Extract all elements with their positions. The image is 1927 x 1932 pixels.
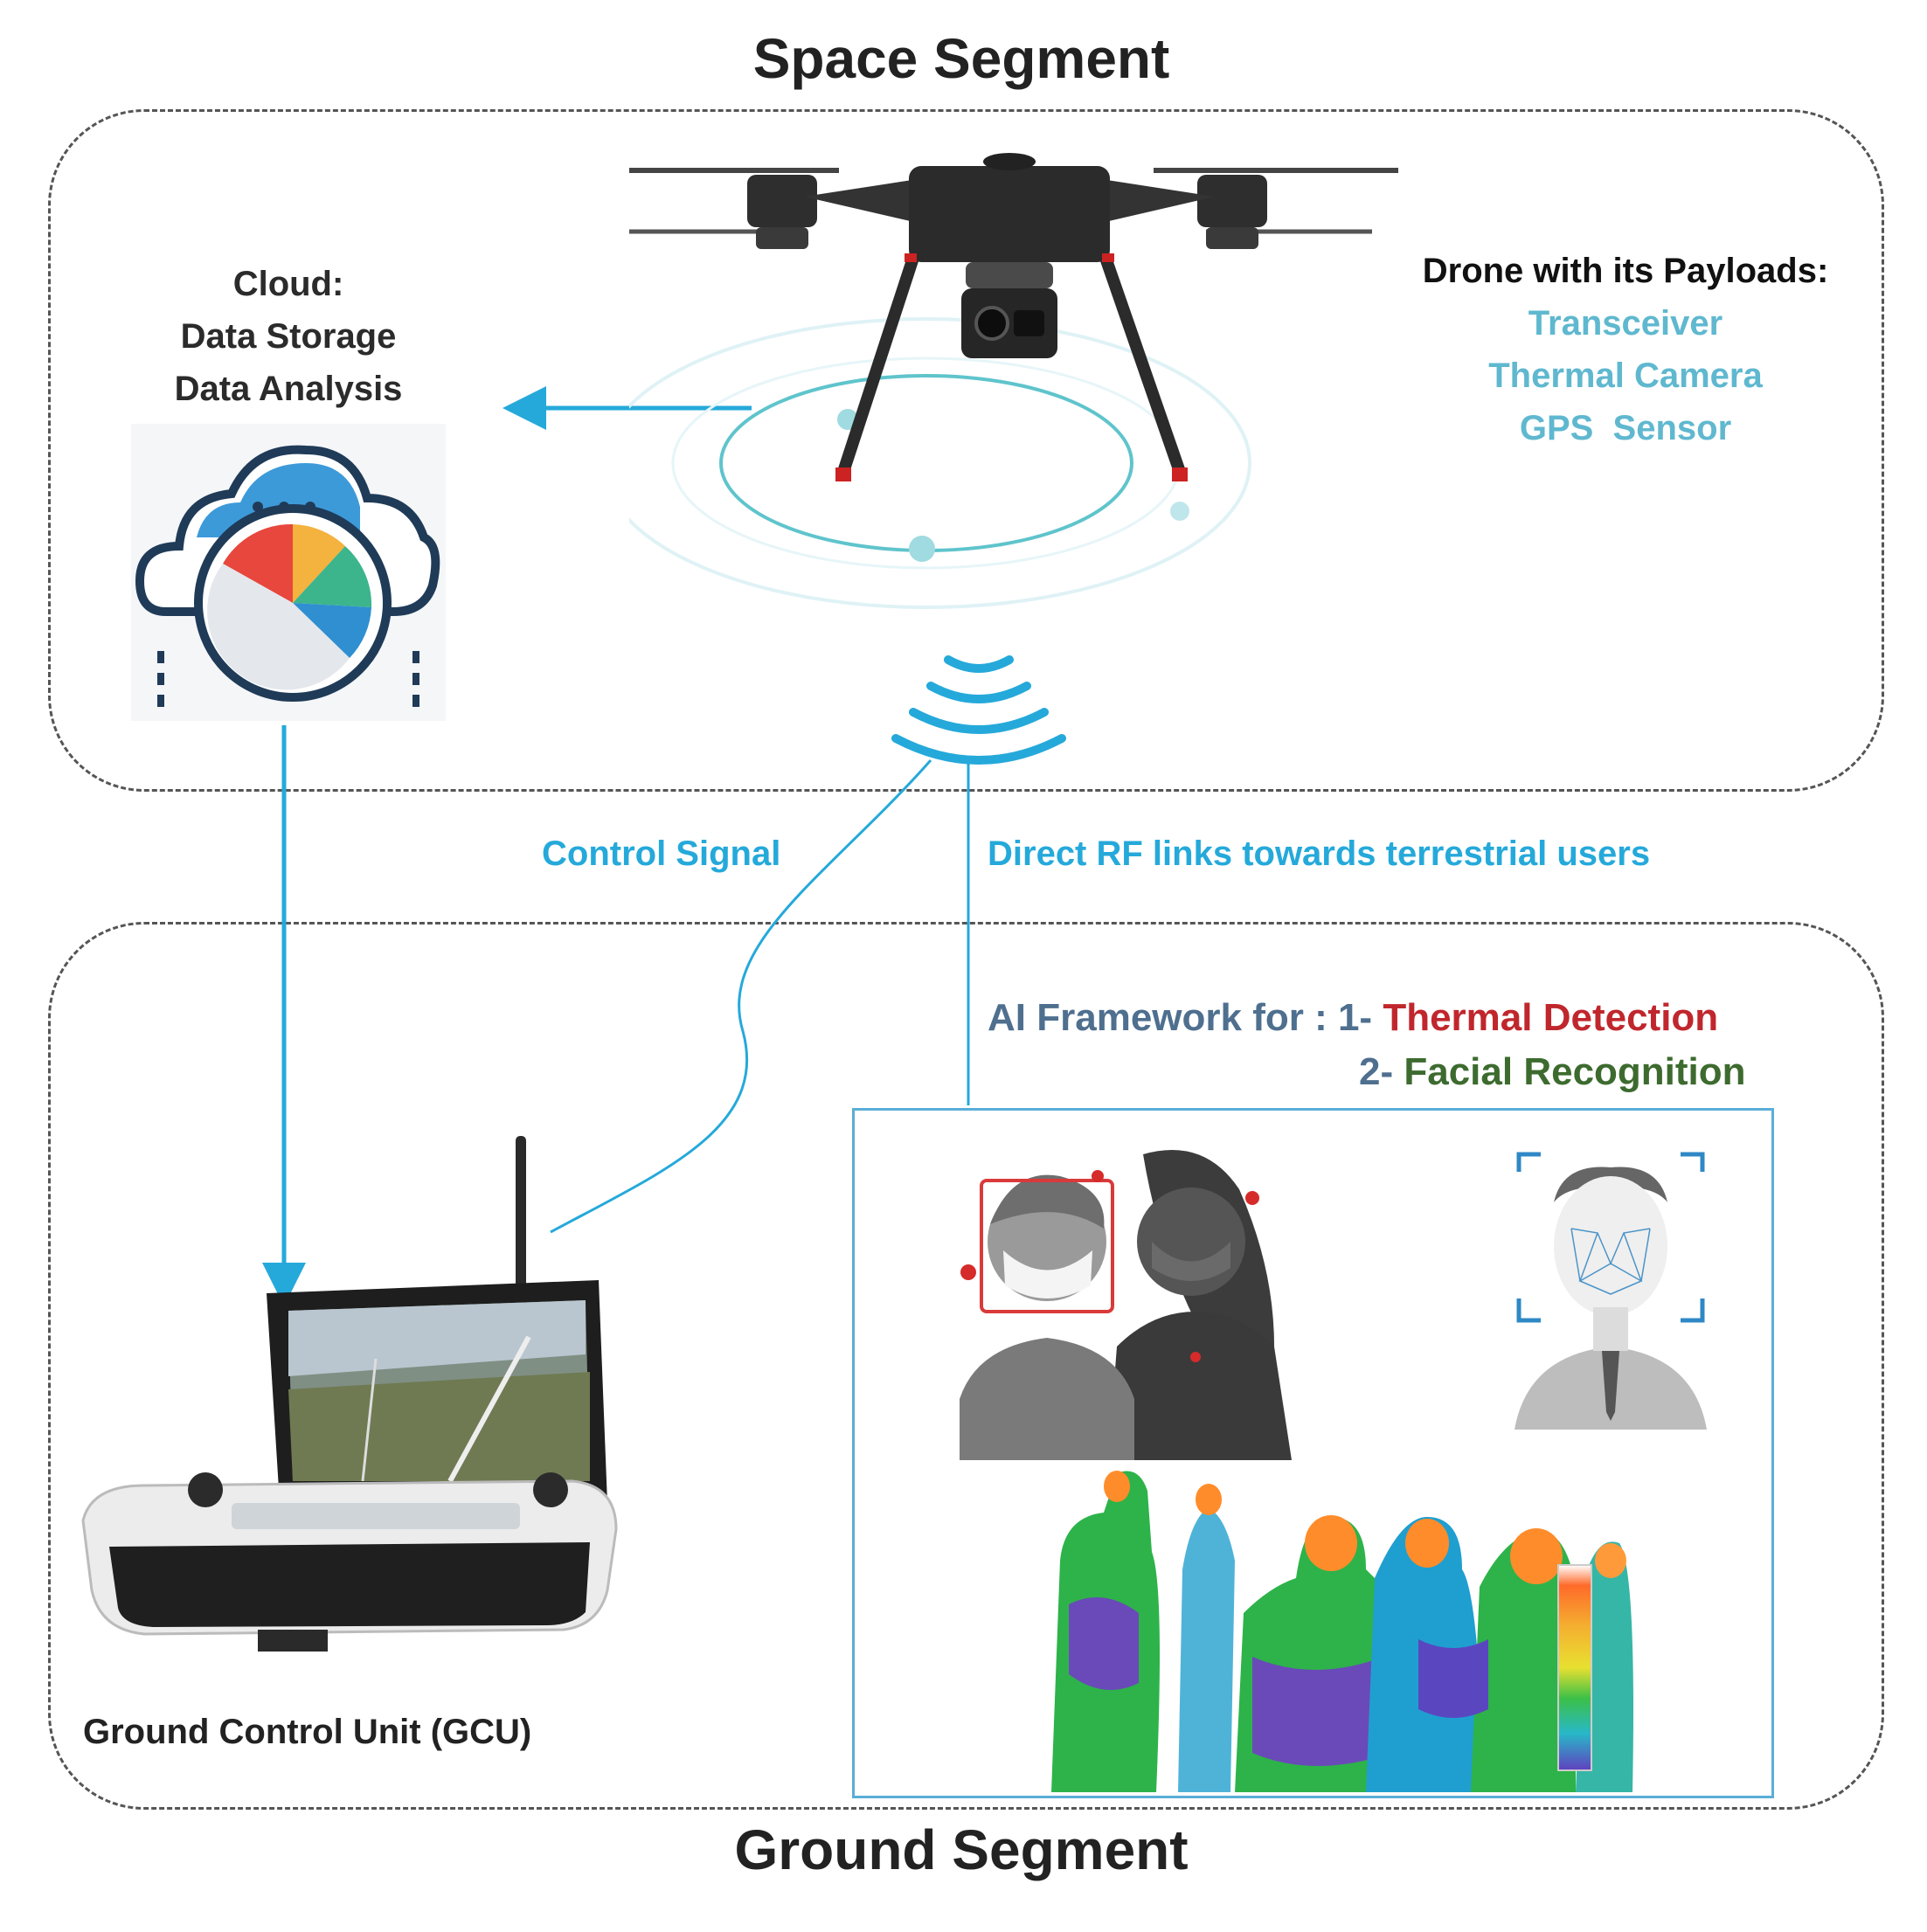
cloud-description: Cloud: Data Storage Data Analysis xyxy=(122,258,454,415)
control-signal-curve xyxy=(550,759,932,1234)
control-signal-label: Control Signal xyxy=(542,834,781,873)
drone-payloads: Drone with its Payloads: Transceiver The… xyxy=(1363,245,1888,454)
cloud-line-1: Cloud: xyxy=(232,265,344,303)
gcu-label: Ground Control Unit (GCU) xyxy=(83,1713,532,1751)
ai-framework-line-1: AI Framework for : 1- Thermal Detection xyxy=(988,996,1718,1040)
drone-icon xyxy=(629,153,1398,609)
payload-gps-sensor: GPS Sensor xyxy=(1519,409,1732,447)
cloud-analytics-icon xyxy=(131,424,446,721)
drone-payloads-heading: Drone with its Payloads: xyxy=(1422,252,1829,290)
ai-framework-prefix: AI Framework for : 1- xyxy=(988,996,1383,1039)
space-segment-title: Space Segment xyxy=(752,27,1170,90)
face-recognition-icon xyxy=(1515,1152,1707,1430)
thermal-detection-label: Thermal Detection xyxy=(1383,996,1719,1039)
space-segment-box xyxy=(48,109,1884,792)
ai-item2-prefix: 2- xyxy=(1359,1050,1404,1093)
facial-recognition-label: Facial Recognition xyxy=(1404,1050,1746,1093)
payload-transceiver: Transceiver xyxy=(1528,304,1723,343)
ground-segment-title: Ground Segment xyxy=(734,1818,1189,1881)
masked-people-illustration xyxy=(960,1150,1292,1460)
thermal-camera-image xyxy=(1051,1471,1633,1792)
cloud-line-3: Data Analysis xyxy=(174,370,403,408)
ground-control-unit-icon xyxy=(81,1136,618,1652)
ground-segment-box xyxy=(48,922,1884,1810)
ai-framework-line-2: 2- Facial Recognition xyxy=(1359,1050,1746,1094)
rf-links-label: Direct RF links towards terrestrial user… xyxy=(988,834,1651,873)
payload-thermal-camera: Thermal Camera xyxy=(1488,357,1763,395)
cloud-line-2: Data Storage xyxy=(180,317,397,356)
wireless-signal-icon xyxy=(891,655,1066,765)
ai-framework-panel xyxy=(852,1108,1774,1798)
